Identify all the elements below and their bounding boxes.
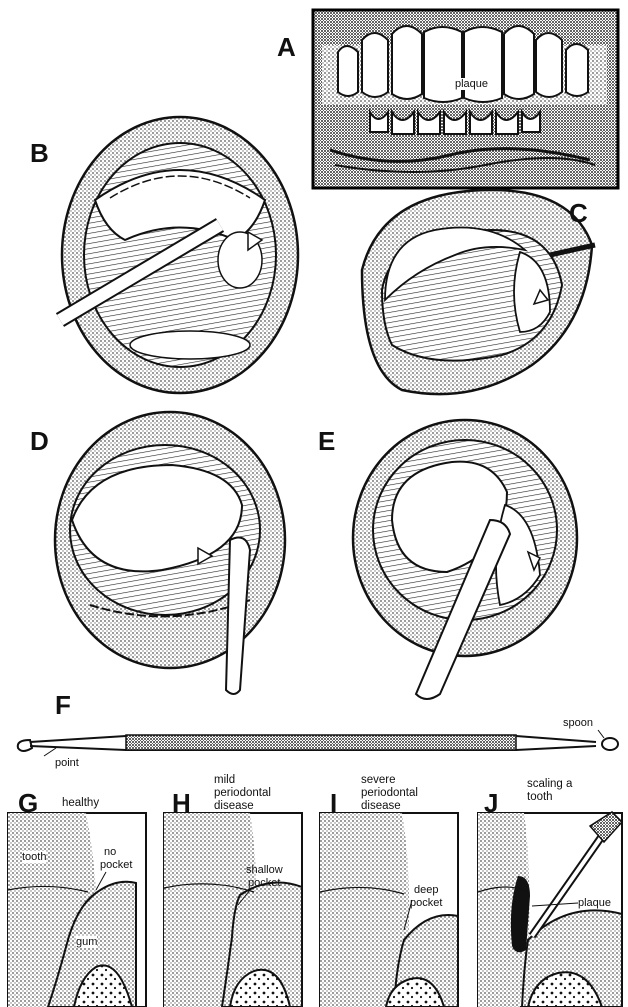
tooth-label: tooth (22, 851, 46, 863)
panel-i-severe-section (320, 813, 458, 1007)
plaque-label-a: plaque (454, 78, 489, 90)
deep-pocket-label-1: deep (414, 884, 438, 896)
caption-i-line2: periodontal (361, 787, 418, 800)
caption-h-line3: disease (214, 800, 254, 813)
point-label: point (55, 757, 79, 769)
panel-letter-b: B (30, 140, 49, 166)
panel-e-mouth-illustration (353, 420, 577, 699)
panel-letter-f: F (55, 692, 71, 718)
no-pocket-label-2: pocket (100, 859, 132, 871)
caption-g: healthy (62, 797, 99, 810)
panel-g-healthy-section (8, 813, 146, 1007)
panel-letter-g: G (18, 790, 38, 816)
panel-letter-c: C (569, 200, 588, 226)
caption-i-line3: disease (361, 800, 401, 813)
panel-letter-e: E (318, 428, 335, 454)
deep-pocket-label-2: pocket (410, 897, 442, 909)
shallow-pocket-label-2: pocket (248, 877, 280, 889)
shallow-pocket-label-1: shallow (246, 864, 283, 876)
panel-c-mouth-illustration (362, 190, 595, 394)
panel-letter-d: D (30, 428, 49, 454)
panel-letter-h: H (172, 790, 191, 816)
panel-letter-j: J (484, 790, 498, 816)
no-pocket-label-1: no (104, 846, 116, 858)
panel-a-teeth-illustration (313, 10, 618, 188)
caption-j-line2: tooth (527, 791, 553, 804)
panel-d-mouth-illustration (55, 412, 285, 694)
gum-label: gum (76, 936, 97, 948)
caption-i-line1: severe (361, 774, 396, 787)
panel-b-mouth-illustration (60, 117, 298, 393)
spoon-label: spoon (563, 717, 593, 729)
caption-j-line1: scaling a (527, 778, 572, 791)
panel-f-scaler-instrument (18, 730, 618, 756)
panel-h-mild-section (164, 813, 302, 1007)
plaque-label-j: plaque (578, 897, 611, 909)
caption-h-line1: mild (214, 774, 235, 787)
caption-h-line2: periodontal (214, 787, 271, 800)
panel-letter-i: I (330, 790, 337, 816)
panel-letter-a: A (277, 34, 296, 60)
panel-j-scaling-section (478, 812, 622, 1007)
